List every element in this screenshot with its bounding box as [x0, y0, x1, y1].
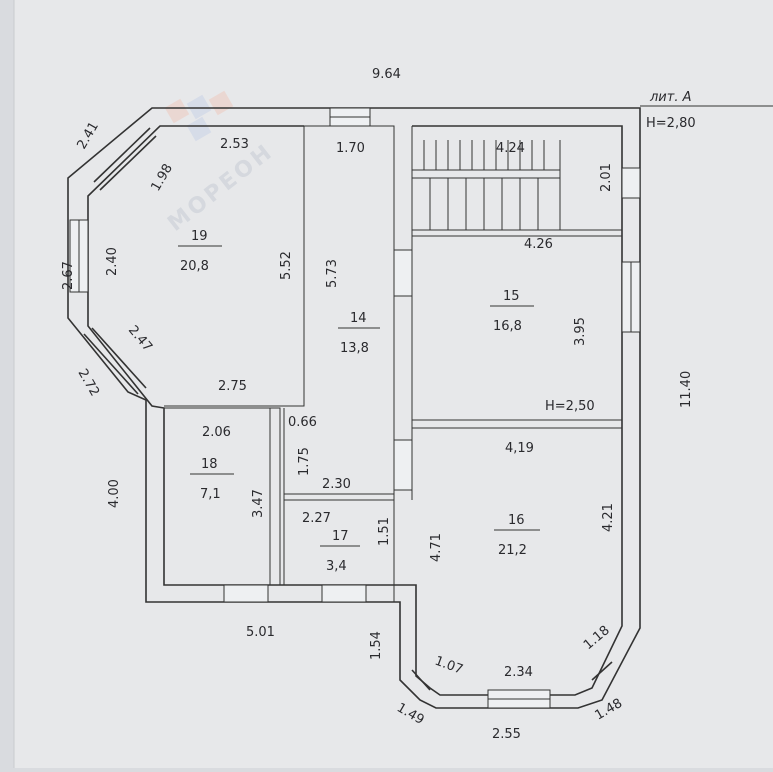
dimension-label: 4.00 [107, 479, 122, 508]
dimension-label: 2.55 [492, 727, 521, 742]
dimension-label: 5.01 [246, 625, 275, 640]
dimension-label: 0.66 [288, 415, 317, 430]
dimension-label: 2.75 [218, 379, 247, 394]
windows [69, 107, 641, 709]
dimension-label: 11.40 [679, 371, 694, 408]
room-number: 15 [503, 289, 520, 304]
dimension-label: 9.64 [372, 67, 401, 82]
room-labels: 19 20,8 14 13,8 15 16,8 18 7,1 17 3,4 16… [178, 229, 540, 574]
dimension-label: 2.01 [599, 163, 614, 192]
dimension-label: 4.71 [429, 533, 444, 562]
dimension-label: 2.40 [105, 247, 120, 276]
room-area: 16,8 [493, 319, 522, 334]
room-number: 19 [191, 229, 208, 244]
dimension-label: 1.70 [336, 141, 365, 156]
staircase [412, 140, 561, 230]
dimension-label: 1.54 [369, 631, 384, 660]
room-area: 3,4 [326, 559, 347, 574]
room-area: 7,1 [200, 487, 221, 502]
dimension-label: 4.24 [496, 141, 525, 156]
dimension-label: 4.26 [524, 237, 553, 252]
dimension-label: 5.73 [325, 259, 340, 288]
room-17: 17 3,4 [320, 529, 360, 574]
interior-walls [164, 125, 622, 602]
room-16: 16 21,2 [494, 513, 540, 558]
dimension-label: 2.67 [61, 261, 76, 290]
room-18: 18 7,1 [190, 457, 234, 502]
ceiling-height: H=2,80 [646, 116, 696, 131]
room-number: 18 [201, 457, 218, 472]
dimension-label: 5.52 [279, 251, 294, 280]
dimension-label: 1.51 [377, 517, 392, 546]
room-15: 15 16,8 [490, 289, 534, 334]
room-number: 14 [350, 311, 367, 326]
room-19: 19 20,8 [178, 229, 222, 274]
dimension-label: 2.30 [322, 477, 351, 492]
dimension-label: 2.06 [202, 425, 231, 440]
liter-label: лит. А [649, 90, 692, 105]
room-area: 21,2 [498, 543, 527, 558]
room-area: 20,8 [180, 259, 209, 274]
dimension-label: 3.95 [573, 317, 588, 346]
dimension-label: 2.53 [220, 137, 249, 152]
dimension-label: 1.75 [297, 447, 312, 476]
room-14: 14 13,8 [338, 311, 380, 356]
room-number: 17 [332, 529, 349, 544]
room-area: 13,8 [340, 341, 369, 356]
title-block: лит. А H=2,80 [640, 90, 773, 131]
dimension-label: 4.21 [601, 503, 616, 532]
room-number: 16 [508, 513, 525, 528]
height-annotation-15: H=2,50 [545, 399, 595, 414]
dimension-label: 3.47 [251, 489, 266, 518]
dimension-label: 4,19 [505, 441, 534, 456]
dimension-label: 2.34 [504, 665, 533, 680]
dimension-label: 2.27 [302, 511, 331, 526]
